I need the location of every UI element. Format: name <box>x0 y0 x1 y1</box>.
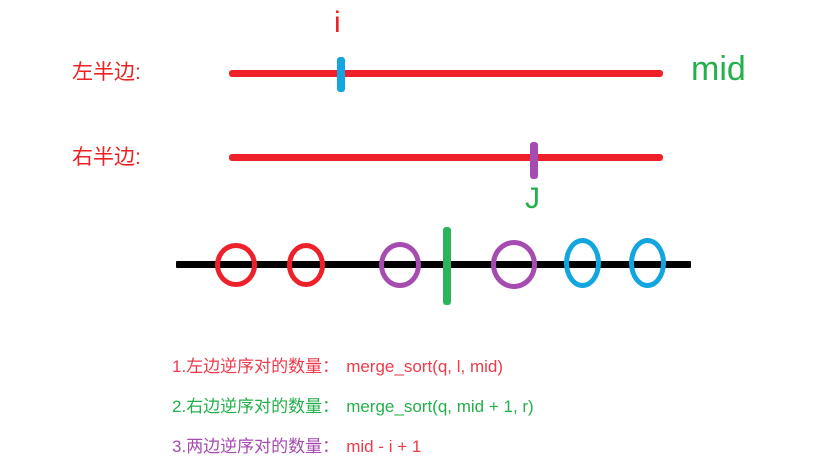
note-1-code: merge_sort(q, l, mid) <box>346 357 504 376</box>
array-axis-line <box>176 261 691 268</box>
left-half-segment <box>229 70 663 77</box>
array-node <box>215 243 257 287</box>
array-node <box>629 238 666 288</box>
note-1-number: 1. <box>172 357 187 376</box>
note-line-1: 1.左边逆序对的数量： merge_sort(q, l, mid) <box>172 358 503 375</box>
right-half-segment <box>229 154 663 161</box>
note-line-2: 2.右边逆序对的数量： merge_sort(q, mid + 1, r) <box>172 398 534 415</box>
array-node <box>379 242 421 288</box>
pointer-j-tick <box>530 142 538 179</box>
note-2-description: 右边逆序对的数量： <box>186 397 340 416</box>
pointer-j-label: J <box>525 182 540 215</box>
pointer-mid-label: mid <box>691 50 746 88</box>
pointer-i-label: i <box>334 6 341 39</box>
note-2-number: 2. <box>172 397 187 416</box>
left-half-row-label: 左半边: <box>72 61 141 84</box>
note-1-description: 左边逆序对的数量： <box>186 357 340 376</box>
array-node <box>287 243 325 287</box>
note-line-3: 3.两边逆序对的数量： mid - i + 1 <box>172 438 421 455</box>
mid-divider-bar <box>443 227 451 305</box>
pointer-i-tick <box>337 57 345 92</box>
note-3-code: mid - i + 1 <box>346 437 422 456</box>
array-node <box>491 240 537 289</box>
right-half-row-label: 右半边: <box>72 146 141 169</box>
note-2-code: merge_sort(q, mid + 1, r) <box>346 397 534 416</box>
note-3-description: 两边逆序对的数量： <box>186 437 340 456</box>
note-3-number: 3. <box>172 437 187 456</box>
array-node <box>564 238 601 288</box>
